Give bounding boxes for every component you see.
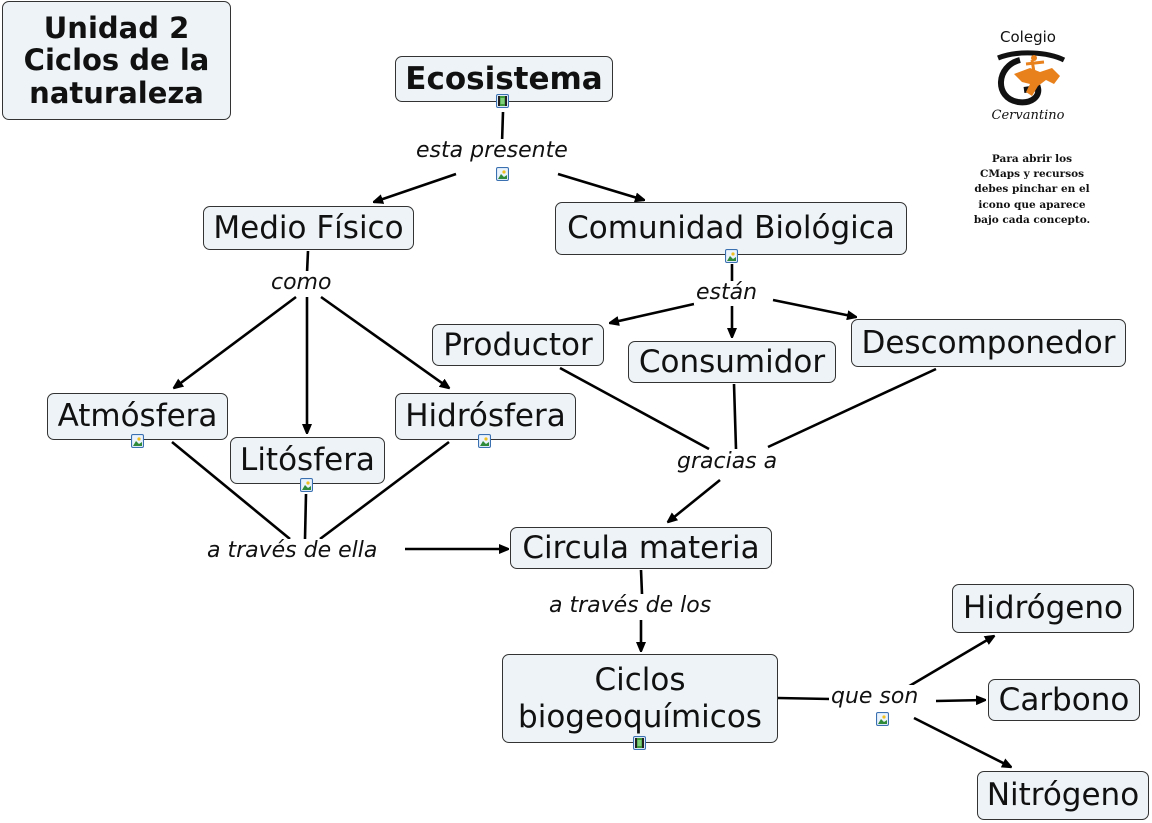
line-descomponedor-gracias — [767, 367, 937, 449]
line-productor-gracias — [559, 366, 710, 451]
note-line-2: CMaps y recursos — [979, 168, 1085, 181]
arrow-to-comunidad — [557, 172, 644, 200]
image-icon[interactable] — [496, 167, 509, 181]
link-como: como — [269, 270, 334, 296]
title-line-3: naturaleza — [29, 75, 204, 110]
concept-productor[interactable]: Productor — [432, 324, 604, 366]
concept-label: Consumidor — [638, 343, 826, 380]
video-icon[interactable] — [496, 94, 509, 108]
concept-hidrogeno[interactable]: Hidrógeno — [952, 584, 1134, 633]
link-esta-presente: esta presente — [414, 138, 570, 164]
note-line-5: bajo cada concepto. — [973, 213, 1091, 226]
line-atmosfera-traves — [171, 440, 291, 541]
concept-label: Comunidad Biológica — [567, 210, 895, 247]
concept-label: Productor — [443, 326, 593, 363]
concept-descomponedor[interactable]: Descomponedor — [851, 319, 1126, 367]
knight-horse-logo-icon — [997, 50, 1066, 106]
concept-label-line-1: Ciclos — [594, 661, 686, 698]
link-a-traves-de-los: a través de los — [547, 593, 714, 619]
link-estan: están — [694, 280, 760, 306]
concept-label: Hidrógeno — [963, 590, 1123, 627]
concept-label: Litósfera — [240, 442, 375, 479]
concept-label: Medio Físico — [213, 209, 404, 246]
arrow-to-hidrogeno — [905, 636, 994, 690]
school-logo: Colegio Cervantino — [968, 28, 1088, 123]
concept-label: Descomponedor — [861, 324, 1116, 361]
line-consumidor-gracias — [732, 383, 738, 450]
line-litosfera-traves — [303, 493, 308, 540]
concept-carbono[interactable]: Carbono — [988, 679, 1140, 721]
line-hidrosfera-traves — [319, 440, 450, 541]
concept-label-line-2: biogeoquímicos — [518, 698, 762, 735]
concept-ciclos-biogeoquimicos[interactable]: Ciclos biogeoquímicos — [502, 654, 778, 743]
concept-comunidad-biologica[interactable]: Comunidad Biológica — [555, 202, 907, 255]
link-que-son: que son — [829, 684, 921, 710]
arrow-to-hidrosfera — [320, 295, 449, 388]
arrow-to-productor — [610, 302, 695, 323]
title-line-1: Unidad 2 — [43, 10, 190, 45]
line-ciclos-que-son — [777, 696, 831, 701]
concept-atmosfera[interactable]: Atmósfera — [47, 393, 228, 440]
concept-label: Circula materia — [522, 529, 760, 566]
concept-label: Ecosistema — [405, 60, 603, 97]
instructions-note: Para abrir los CMaps y recursos debes pi… — [952, 152, 1112, 228]
image-icon[interactable] — [876, 712, 889, 726]
arrow-to-descomponedor — [772, 298, 856, 317]
line-ecosistema-esta-presente — [500, 111, 505, 144]
video-icon[interactable] — [633, 736, 646, 750]
title-line-2: Ciclos de la — [23, 43, 210, 78]
logo-bottom-text: Cervantino — [991, 108, 1065, 123]
concept-label: Atmósfera — [57, 398, 218, 435]
concept-consumidor[interactable]: Consumidor — [628, 341, 836, 383]
concept-nitrogeno[interactable]: Nitrógeno — [977, 771, 1149, 820]
concept-label: Hidrósfera — [405, 398, 566, 435]
image-icon[interactable] — [131, 434, 144, 448]
concept-label: Carbono — [998, 681, 1130, 718]
line-circula-traves-los — [639, 569, 644, 595]
note-line-4: icono que aparece — [978, 198, 1086, 211]
concept-litosfera[interactable]: Litósfera — [230, 437, 385, 484]
arrow-to-atmosfera — [174, 295, 297, 388]
line-medio-como — [305, 250, 310, 274]
image-icon[interactable] — [478, 434, 491, 448]
unit-title-box: Unidad 2 Ciclos de la naturaleza — [2, 1, 231, 120]
concept-label: Nitrógeno — [986, 777, 1140, 814]
concept-hidrosfera[interactable]: Hidrósfera — [395, 393, 576, 440]
note-line-3: debes pinchar en el — [974, 183, 1090, 196]
image-icon[interactable] — [725, 249, 738, 263]
arrow-to-medio-fisico — [374, 172, 457, 202]
note-line-1: Para abrir los — [991, 153, 1073, 165]
link-gracias-a: gracias a — [675, 449, 780, 475]
arrow-to-circula-materia — [668, 478, 721, 522]
concept-circula-materia[interactable]: Circula materia — [510, 527, 772, 569]
concept-medio-fisico[interactable]: Medio Físico — [203, 206, 414, 250]
arrow-to-carbono — [935, 700, 985, 701]
image-icon[interactable] — [300, 478, 313, 492]
link-a-traves-de-ella: a través de ella — [205, 538, 380, 564]
logo-top-text: Colegio — [1000, 28, 1056, 46]
arrow-to-nitrogeno — [913, 716, 1011, 767]
